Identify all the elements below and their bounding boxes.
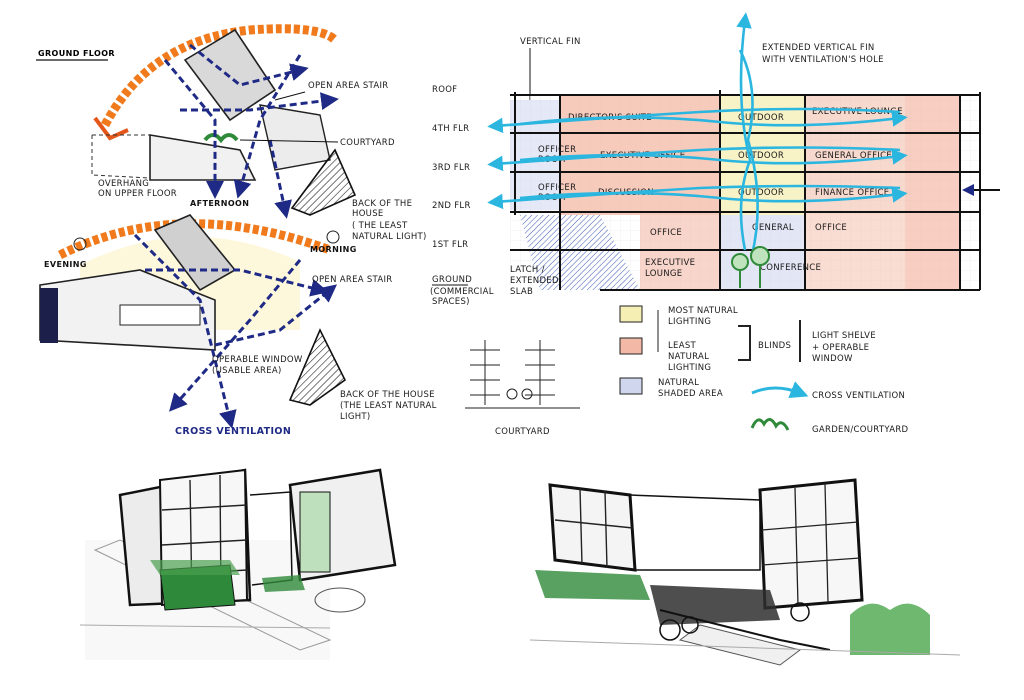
label-afternoon: AFTERNOON bbox=[190, 199, 249, 208]
label-back-3: ( THE LEAST bbox=[352, 221, 408, 231]
label-back-4: NATURAL LIGHT) bbox=[352, 232, 427, 242]
legend-least-natural-1: LEAST bbox=[668, 341, 697, 351]
label-overhang: OVERHANG bbox=[98, 179, 149, 189]
label-back-1: BACK OF THE bbox=[352, 199, 412, 209]
label-operable-window: OPERABLE WINDOW bbox=[212, 355, 303, 365]
garden-icon bbox=[750, 418, 790, 431]
label-latch-1: LATCH / bbox=[510, 265, 545, 275]
legend: COURTYARD MOST NATURAL LIGHTING LEAST NA… bbox=[465, 305, 909, 437]
label-back-house-1: BACK OF THE HOUSE bbox=[340, 390, 435, 400]
room-outdoor-2: OUTDOOR bbox=[738, 188, 784, 198]
room-outdoor-3: OUTDOOR bbox=[738, 151, 784, 161]
legend-natural-shaded-2: SHADED AREA bbox=[658, 389, 723, 399]
label-evening: EVENING bbox=[44, 260, 87, 269]
room-officer-3a: OFFICER bbox=[538, 145, 576, 155]
sun-arrow-icon bbox=[93, 116, 129, 141]
courtyard-green bbox=[203, 133, 239, 144]
floor-label-roof: ROOF bbox=[432, 85, 457, 95]
legend-most-natural-1: MOST NATURAL bbox=[668, 306, 738, 316]
room-executive-lounge-g2: LOUNGE bbox=[645, 269, 682, 279]
legend-least-natural-2: NATURAL bbox=[668, 352, 709, 362]
room-general-office-3: GENERAL OFFICE bbox=[815, 151, 892, 161]
label-back-house-3: LIGHT) bbox=[340, 412, 371, 422]
cross-ventilation-arrows bbox=[487, 12, 908, 256]
room-general-1: GENERAL bbox=[752, 223, 794, 233]
perspective-sketch-left bbox=[79, 468, 397, 660]
label-back-2: HOUSE bbox=[352, 209, 384, 219]
floor-label-1st: 1ST FLR bbox=[432, 240, 468, 250]
legend-light-shelve-2: + OPERABLE bbox=[812, 343, 869, 353]
label-morning: MORNING bbox=[310, 245, 357, 254]
floor-label-3rd: 3RD FLR bbox=[432, 163, 470, 173]
label-latch-2: EXTENDED bbox=[510, 276, 559, 286]
legend-light-shelve-3: WINDOW bbox=[812, 354, 853, 364]
legend-light-shelve-1: LIGHT SHELVE bbox=[812, 331, 876, 341]
floor-label-ground-sub-1: (COMMERCIAL bbox=[430, 287, 494, 297]
ground-floor-plan-bottom: EVENING MORNING OPEN AREA STAIR OPERABLE… bbox=[39, 214, 437, 437]
label-latch-3: SLAB bbox=[510, 287, 533, 297]
swatch-natural-shaded bbox=[619, 377, 643, 395]
blinds-icon bbox=[738, 325, 751, 361]
room-conference: CONFERENCE bbox=[760, 263, 821, 273]
room-finance-office: FINANCE OFFICE bbox=[815, 188, 889, 198]
legend-natural-shaded-1: NATURAL bbox=[658, 378, 699, 388]
plan-title: GROUND FLOOR bbox=[38, 49, 115, 58]
tree-icons bbox=[731, 246, 770, 288]
legend-least-natural-3: LIGHTING bbox=[668, 363, 711, 373]
label-cross-ventilation: CROSS VENTILATION bbox=[175, 426, 291, 437]
back-of-house-hatch bbox=[290, 148, 357, 216]
ground-floor-plan-top: GROUND FLOOR OPEN AREA STAIR COURTYARD O… bbox=[36, 24, 427, 242]
label-open-area-stair: OPEN AREA STAIR bbox=[308, 81, 389, 91]
sun-path-arc-2 bbox=[57, 219, 332, 260]
cross-vent-icon bbox=[751, 381, 809, 399]
floor-label-ground-sub-2: SPACES) bbox=[432, 297, 470, 307]
legend-garden: GARDEN/COURTYARD bbox=[812, 425, 909, 435]
swatch-least-natural bbox=[619, 337, 643, 355]
label-back-house-2: (THE LEAST NATURAL bbox=[340, 401, 437, 411]
legend-cross-ventilation: CROSS VENTILATION bbox=[812, 391, 905, 401]
label-ext-fin-1: EXTENDED VERTICAL FIN bbox=[762, 43, 875, 53]
legend-courtyard-small: COURTYARD bbox=[495, 427, 550, 437]
label-ext-fin-2: WITH VENTILATION'S HOLE bbox=[762, 55, 884, 65]
label-overhang-2: ON UPPER FLOOR bbox=[98, 189, 177, 199]
room-executive-lounge-4: EXECUTIVE LOUNGE bbox=[812, 107, 903, 117]
floor-label-ground: GROUND bbox=[432, 275, 472, 285]
legend-blinds: BLINDS bbox=[758, 341, 791, 351]
floor-label-2nd: 2ND FLR bbox=[432, 201, 471, 211]
swatch-most-natural bbox=[619, 305, 643, 323]
room-executive-lounge-g1: EXECUTIVE bbox=[645, 258, 695, 268]
perspective-sketch-right bbox=[529, 478, 961, 666]
room-office-1: OFFICE bbox=[650, 228, 682, 238]
room-outdoor-4: OUTDOOR bbox=[738, 113, 784, 123]
room-officer-2a: OFFICER bbox=[538, 183, 576, 193]
label-vertical-fin: VERTICAL FIN bbox=[520, 37, 581, 47]
legend-most-natural-2: LIGHTING bbox=[668, 317, 711, 327]
label-open-area-stair-2: OPEN AREA STAIR bbox=[312, 275, 393, 285]
floor-label-4th: 4TH FLR bbox=[432, 124, 469, 134]
label-courtyard: COURTYARD bbox=[340, 138, 395, 148]
label-usable-area: (USABLE AREA) bbox=[212, 366, 282, 376]
room-office-1b: OFFICE bbox=[815, 223, 847, 233]
building-section: VERTICAL FIN EXTENDED VERTICAL FIN WITH … bbox=[430, 12, 1000, 307]
